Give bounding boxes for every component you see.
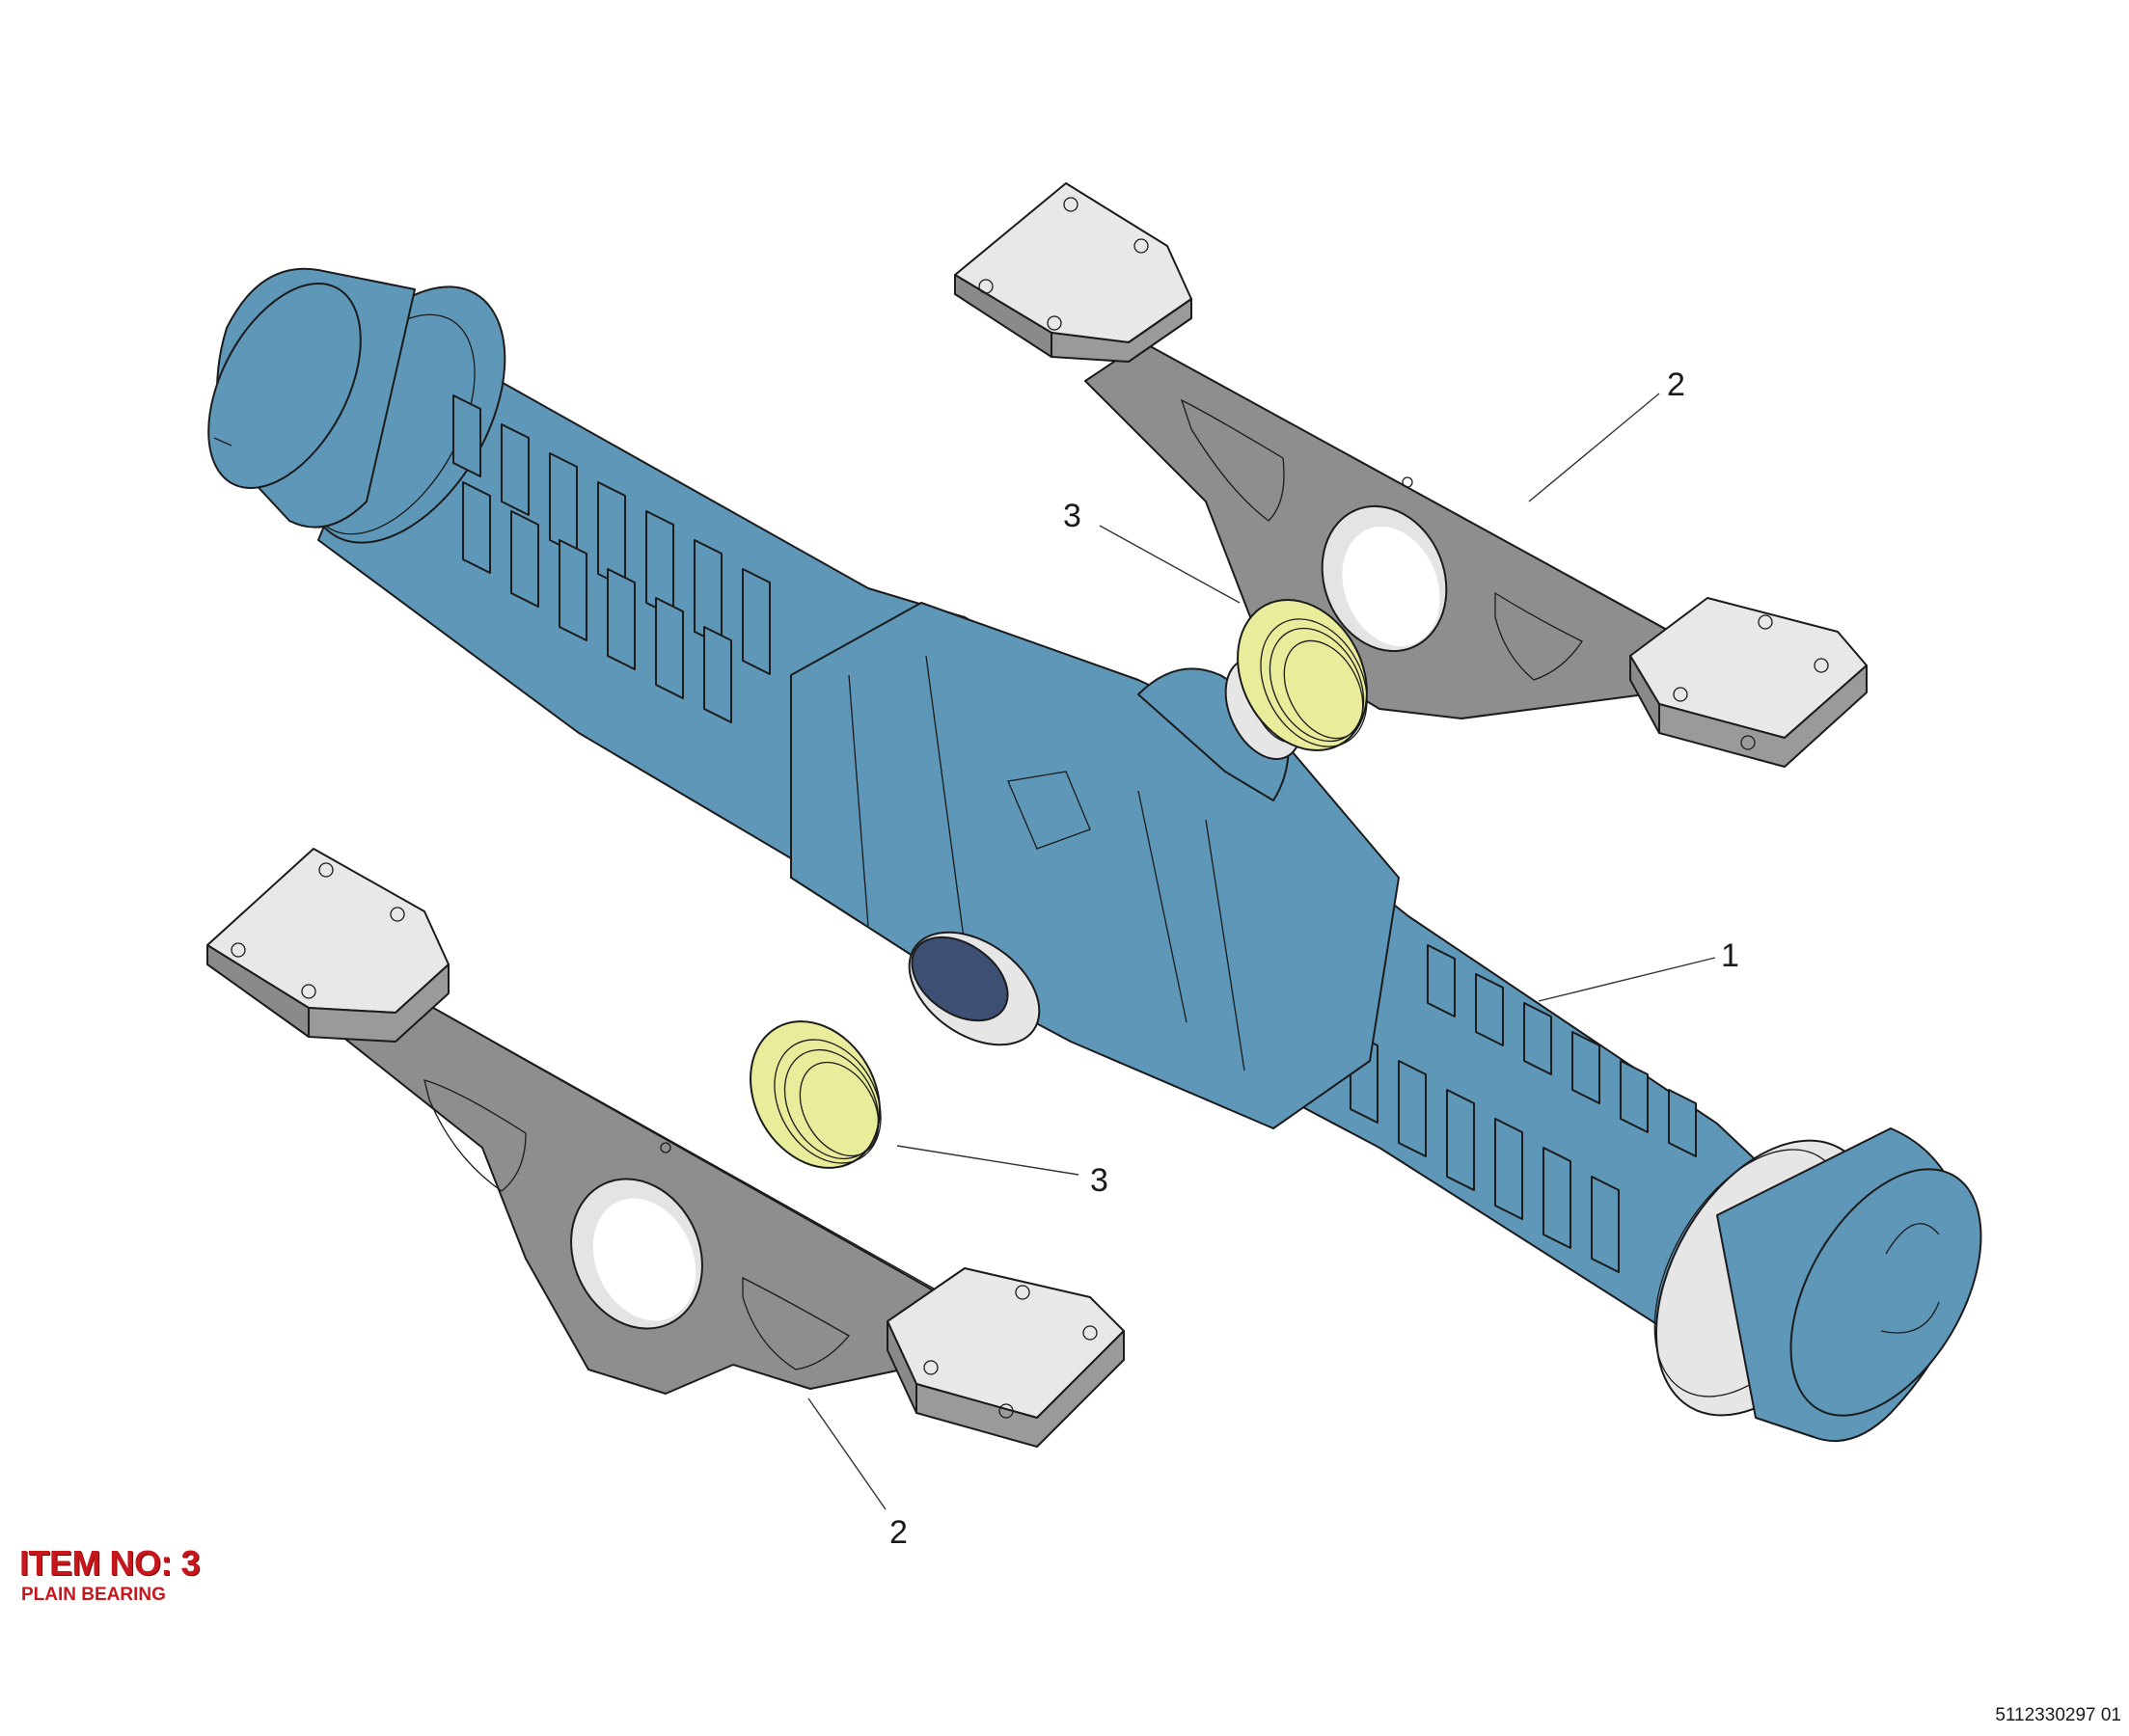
callout-axle-housing: 1	[1538, 937, 1739, 1002]
pinion-bore-inner	[911, 936, 1009, 1022]
svg-text:1: 1	[1721, 937, 1739, 974]
bolt-hole	[1758, 614, 1773, 630]
drawing-number: 5112330297 01	[1995, 1705, 2121, 1725]
bolt-hole	[318, 862, 334, 878]
bolt-hole	[998, 1403, 1014, 1419]
svg-text:2: 2	[889, 1514, 908, 1551]
callout-bracket-top: 2	[1528, 366, 1685, 502]
callout-bracket-bottom: 2	[807, 1397, 908, 1551]
bolt-hole	[1133, 238, 1149, 254]
slot-bottom-1	[423, 1079, 527, 1192]
bolt-hole	[1740, 735, 1756, 750]
plain-bearing-bottom	[750, 1020, 882, 1169]
cooling-fins-right	[1350, 944, 1697, 1273]
svg-text:3: 3	[1063, 498, 1081, 534]
pad-top-left	[954, 182, 1192, 343]
bolt-hole	[390, 907, 405, 922]
hub-left	[207, 282, 362, 490]
slot-bottom-2	[742, 1276, 850, 1370]
cooling-fins-left	[452, 394, 771, 723]
svg-text:3: 3	[1090, 1162, 1108, 1199]
bolt-hole	[301, 984, 316, 999]
bolt-hole	[1063, 197, 1078, 212]
bolt-hole	[978, 279, 994, 294]
bolt-hole	[1814, 658, 1829, 673]
bolt-hole	[231, 942, 246, 958]
bolt-hole	[923, 1360, 939, 1375]
callout-bearing-bottom: 3	[896, 1145, 1108, 1199]
axle-housing	[207, 267, 1982, 1443]
bolt-hole	[1047, 315, 1062, 331]
callout-bearing-top: 3	[1063, 498, 1241, 604]
bolt-hole	[1082, 1325, 1098, 1341]
hub-right	[1789, 1168, 1982, 1417]
bolt-hole	[1673, 687, 1688, 702]
bracket-bottom	[206, 848, 1125, 1448]
item-title: ITEM NO: 3	[19, 1543, 201, 1583]
bracket-top	[954, 182, 1868, 768]
item-subtitle: PLAIN BEARING	[21, 1585, 166, 1605]
bolt-hole	[1015, 1285, 1030, 1300]
svg-text:2: 2	[1667, 366, 1685, 403]
plain-bearing-top	[1237, 598, 1368, 752]
slot-top-2	[1494, 591, 1583, 681]
slot-top-1	[1180, 398, 1285, 522]
